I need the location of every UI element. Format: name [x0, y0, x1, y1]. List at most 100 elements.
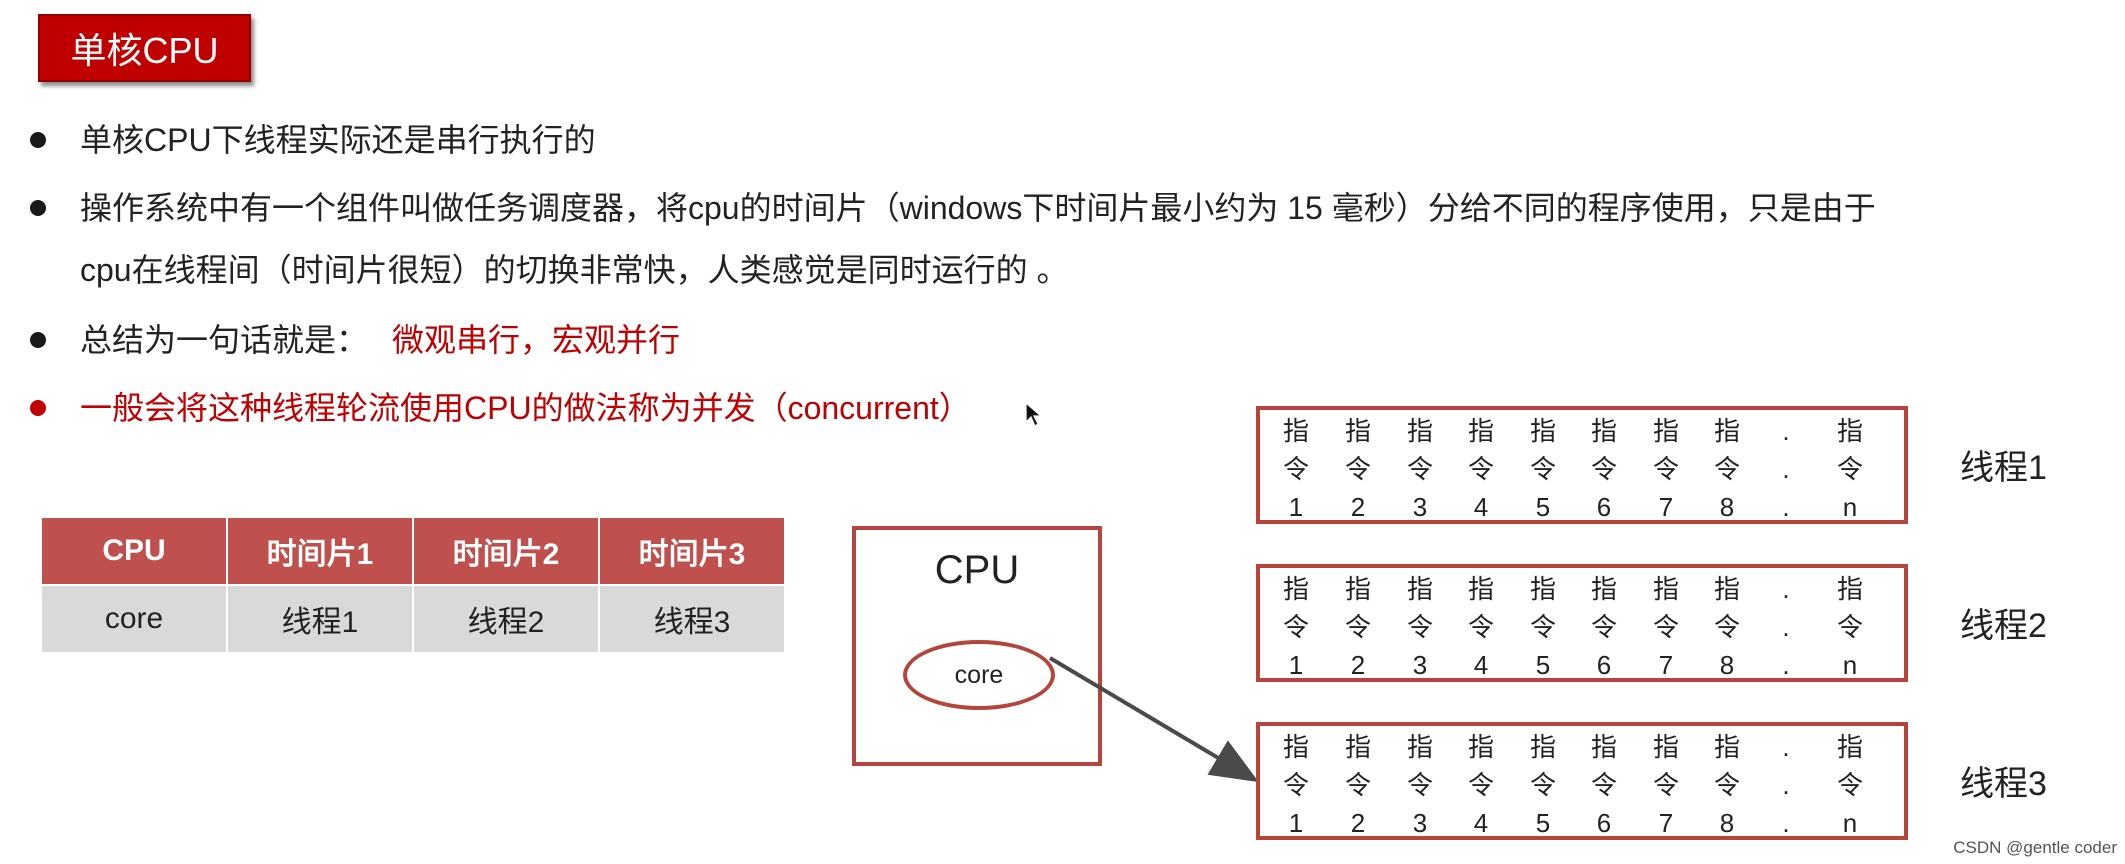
instruction-char: 7: [1658, 650, 1674, 680]
table-row: core 线程1 线程2 线程3: [42, 586, 784, 652]
instruction-char: .: [1782, 454, 1790, 484]
instruction-char: .: [1782, 732, 1790, 762]
table-cell: 线程3: [600, 586, 784, 652]
instruction-column: ...: [1766, 728, 1806, 842]
instruction-char: 令: [1406, 454, 1433, 484]
instruction-char: .: [1782, 770, 1790, 800]
instruction-char: 指: [1590, 574, 1617, 604]
instruction-char: 令: [1713, 612, 1740, 642]
instruction-column: ...: [1766, 412, 1806, 526]
instruction-column: 指令 7: [1646, 412, 1686, 526]
instruction-char: 令: [1344, 612, 1371, 642]
instruction-char: 令: [1282, 454, 1309, 484]
instruction-char: 指: [1282, 574, 1309, 604]
instruction-column: 指令 1: [1276, 412, 1316, 526]
instruction-char: n: [1842, 650, 1858, 680]
instruction-char: 令: [1652, 454, 1679, 484]
instruction-column: 指令 4: [1461, 728, 1501, 842]
instruction-char: 令: [1836, 770, 1863, 800]
instruction-char: 指: [1467, 416, 1494, 446]
instruction-char: 4: [1473, 808, 1489, 838]
instruction-char: 令: [1344, 770, 1371, 800]
instruction-char: 4: [1473, 650, 1489, 680]
instruction-char: 令: [1590, 770, 1617, 800]
instruction-char: 指: [1836, 574, 1863, 604]
instruction-column: 指令 6: [1584, 570, 1624, 684]
instruction-char: 7: [1658, 808, 1674, 838]
instruction-char: 令: [1467, 770, 1494, 800]
slide-title: 单核CPU: [38, 14, 251, 82]
instruction-char: .: [1782, 574, 1790, 604]
bullet-text: 总结为一句话就是：微观串行，宏观并行: [80, 318, 680, 362]
instruction-char: 2: [1350, 492, 1366, 522]
instruction-char: 指: [1282, 416, 1309, 446]
mouse-cursor-icon: [1025, 402, 1043, 427]
table-header: 时间片1: [228, 518, 412, 584]
instruction-char: 令: [1713, 770, 1740, 800]
table-cell: core: [42, 586, 226, 652]
instruction-char: 令: [1406, 612, 1433, 642]
instruction-char: 8: [1719, 650, 1735, 680]
instruction-column: 指令 2: [1338, 412, 1378, 526]
instruction-char: 7: [1658, 492, 1674, 522]
thread-label: 线程2: [1960, 607, 2047, 645]
bullet-text: 操作系统中有一个组件叫做任务调度器，将cpu的时间片（windows下时间片最小…: [80, 190, 1876, 226]
cpu-box: CPU core: [852, 526, 1102, 766]
instruction-char: 令: [1836, 454, 1863, 484]
instruction-char: 指: [1406, 732, 1433, 762]
instruction-char: 指: [1713, 732, 1740, 762]
instruction-char: 指: [1529, 416, 1556, 446]
instruction-char: 指: [1652, 574, 1679, 604]
table-header: CPU: [42, 518, 226, 584]
instruction-char: 2: [1350, 808, 1366, 838]
instruction-char: 指: [1836, 732, 1863, 762]
instruction-char: 令: [1590, 612, 1617, 642]
core-label: core: [954, 660, 1004, 689]
bullet-dot-icon: [30, 332, 46, 348]
instruction-char: 4: [1473, 492, 1489, 522]
instruction-char: 指: [1344, 416, 1371, 446]
bullet-dot-icon: [30, 400, 46, 416]
bullet-dot-icon: [30, 132, 46, 148]
instruction-char: 指: [1590, 732, 1617, 762]
core-ellipse: core: [903, 640, 1055, 710]
instruction-char: 3: [1412, 808, 1428, 838]
instruction-char: 指: [1529, 732, 1556, 762]
instruction-char: 1: [1288, 492, 1304, 522]
instruction-char: 3: [1412, 650, 1428, 680]
instruction-char: 2: [1350, 650, 1366, 680]
table-cell: 线程2: [414, 586, 598, 652]
instruction-char: 令: [1713, 454, 1740, 484]
instruction-char: 令: [1529, 770, 1556, 800]
instruction-column: 指令 8: [1707, 728, 1747, 842]
instruction-char: 指: [1467, 732, 1494, 762]
instruction-char: 指: [1713, 416, 1740, 446]
instruction-char: 8: [1719, 808, 1735, 838]
instruction-char: 指: [1529, 574, 1556, 604]
instruction-char: 令: [1652, 612, 1679, 642]
cpu-label: CPU: [934, 548, 1020, 592]
instruction-column: 指令 7: [1646, 570, 1686, 684]
instruction-char: .: [1782, 492, 1790, 522]
instruction-char: 8: [1719, 492, 1735, 522]
instruction-column: 指令 8: [1707, 412, 1747, 526]
instruction-char: 6: [1596, 650, 1612, 680]
instruction-char: 1: [1288, 650, 1304, 680]
table-header-row: CPU 时间片1 时间片2 时间片3: [42, 518, 784, 584]
instruction-char: 指: [1652, 416, 1679, 446]
table-cell: 线程1: [228, 586, 412, 652]
instruction-char: 令: [1344, 454, 1371, 484]
instruction-char: 令: [1467, 612, 1494, 642]
